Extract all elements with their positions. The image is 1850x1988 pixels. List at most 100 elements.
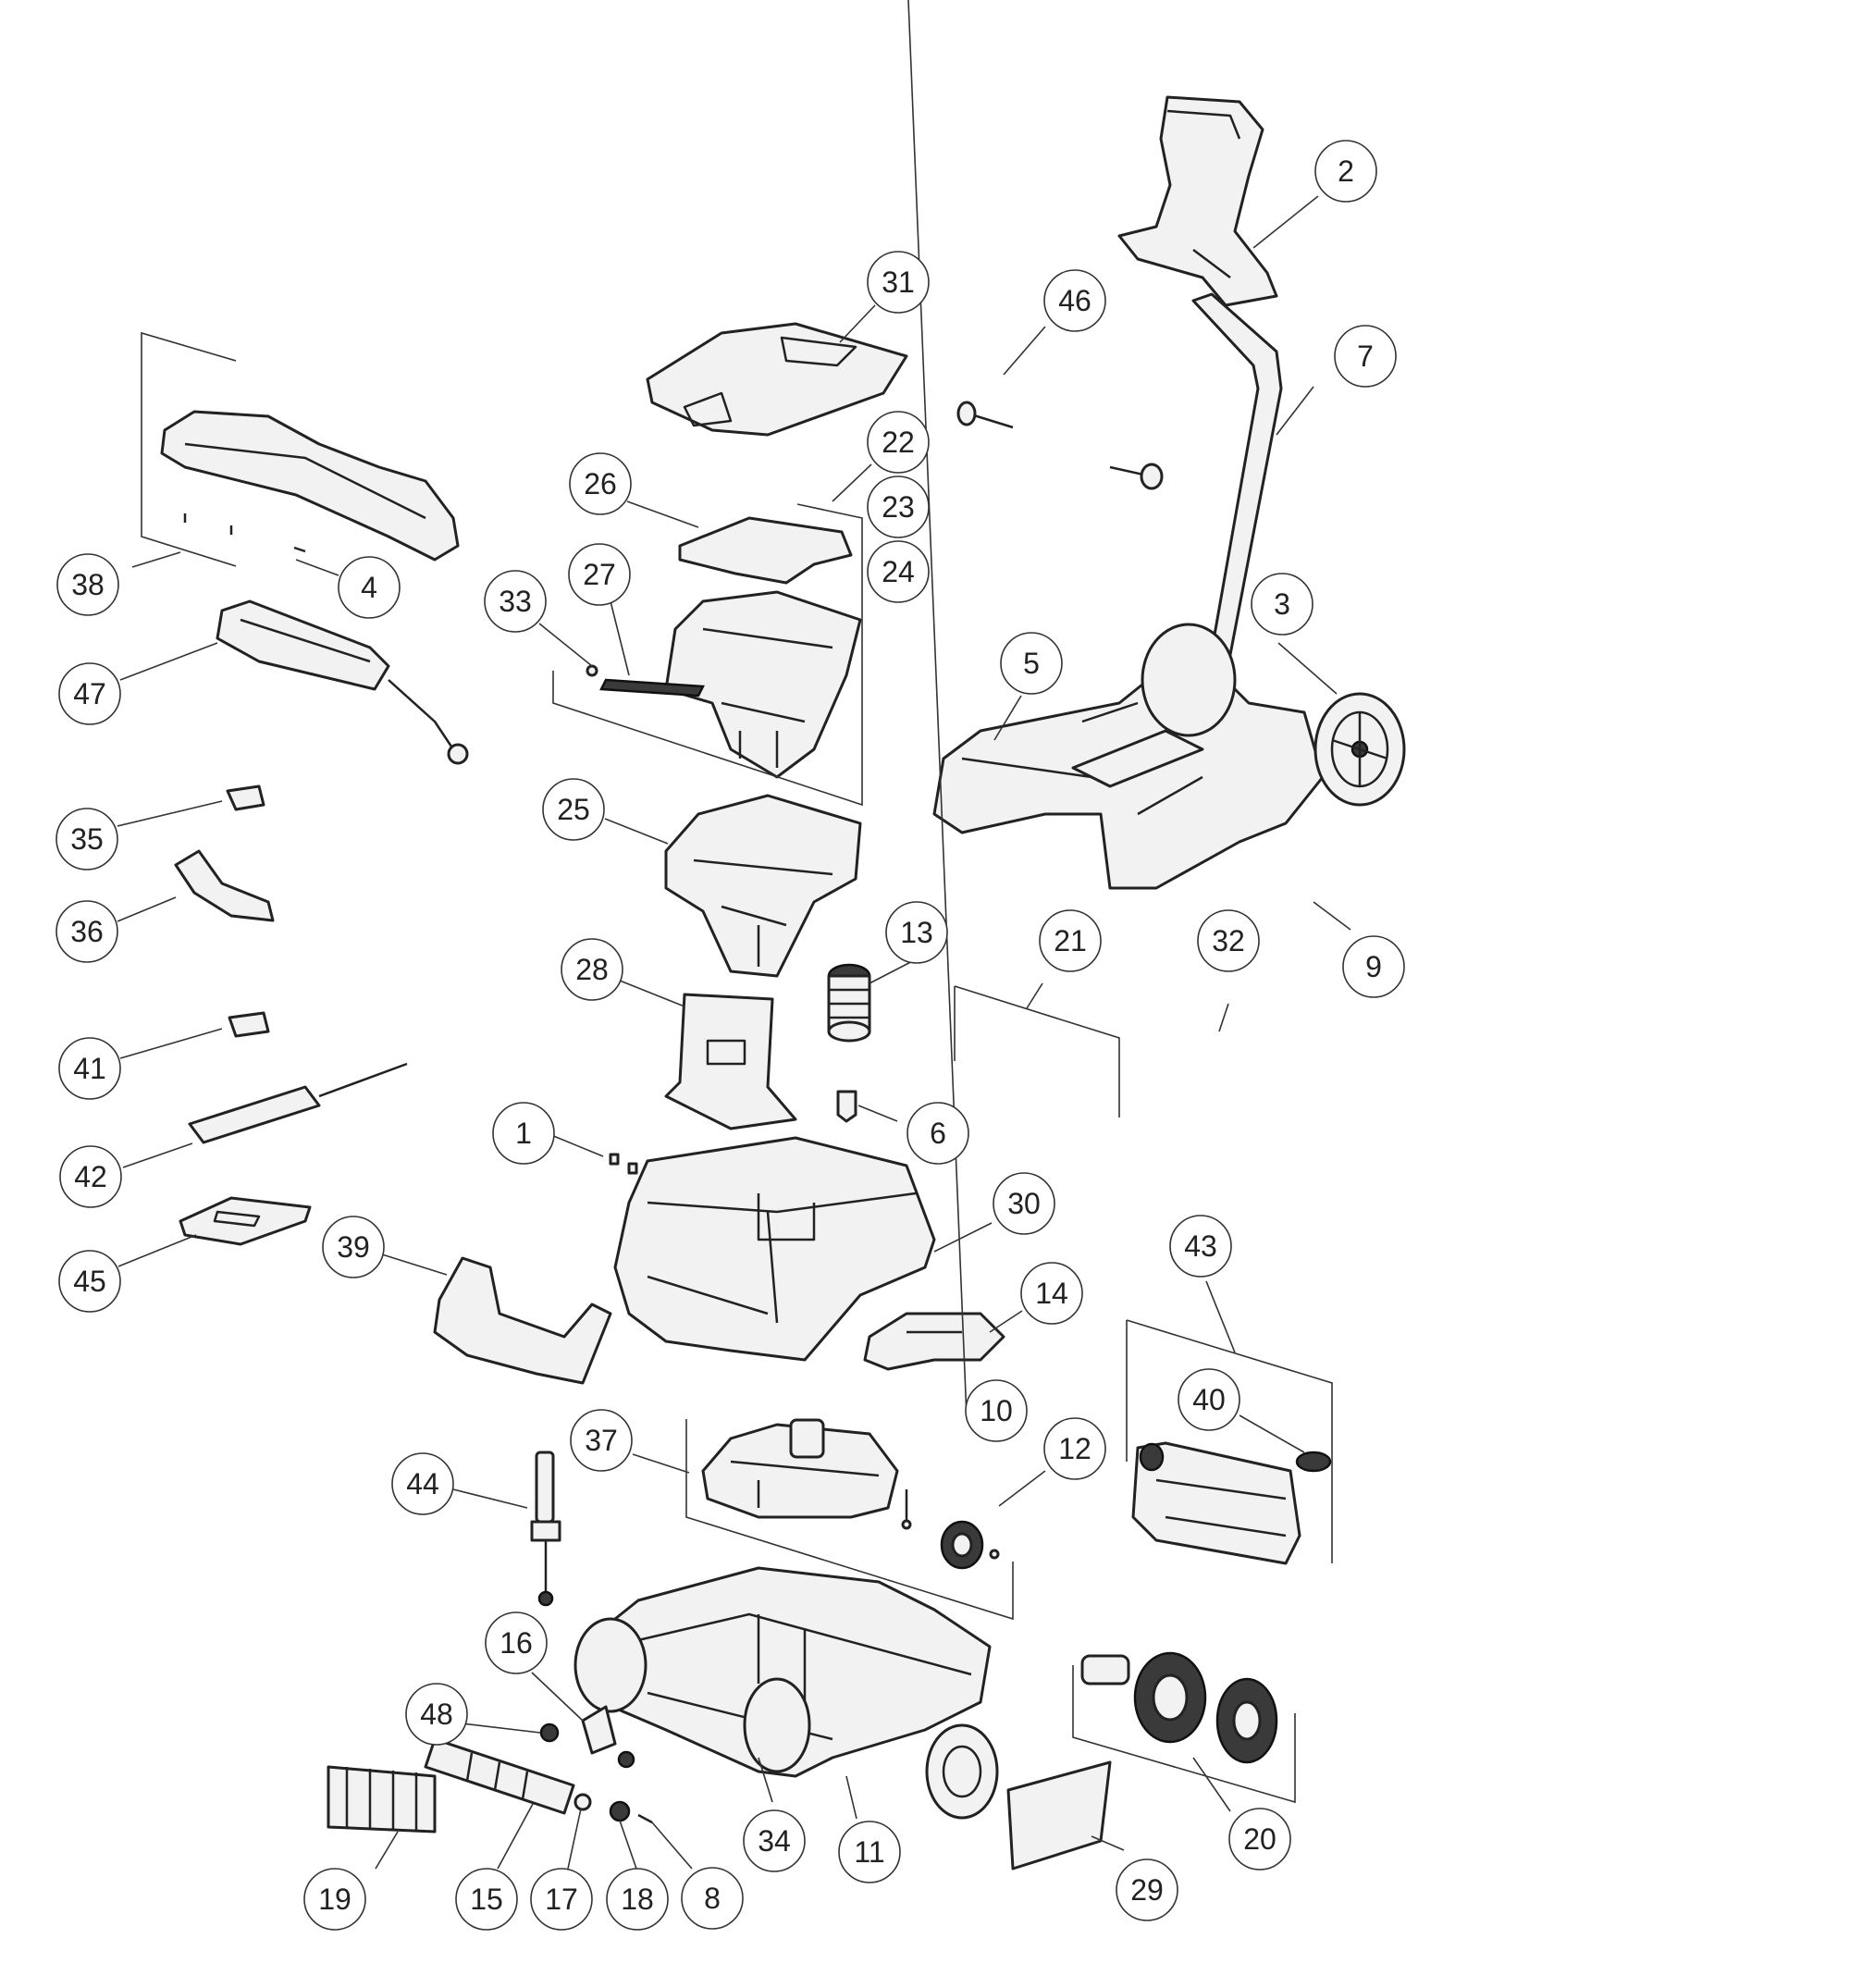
callout-17: 17 [530, 1868, 593, 1931]
callout-13: 13 [885, 901, 948, 964]
brush-motor-assembly [1131, 1441, 1301, 1565]
callout-18: 18 [606, 1868, 669, 1931]
callout-41: 41 [58, 1037, 121, 1100]
control-housing-cover [160, 410, 460, 562]
filter-basket [664, 590, 862, 779]
side-clip [863, 1312, 1005, 1371]
svg-text:5: 5 [1023, 647, 1040, 680]
svg-text:29: 29 [1130, 1873, 1164, 1907]
callout-32: 32 [1197, 909, 1260, 972]
callout-11: 11 [838, 1821, 901, 1883]
svg-text:45: 45 [73, 1265, 106, 1298]
svg-text:10: 10 [980, 1394, 1013, 1427]
callout-6: 6 [906, 1102, 969, 1165]
callout-9: 9 [1342, 935, 1405, 998]
svg-text:42: 42 [74, 1160, 107, 1193]
callout-21: 21 [1039, 909, 1102, 972]
callout-2: 2 [1314, 140, 1377, 203]
svg-text:2: 2 [1338, 154, 1354, 188]
callout-35: 35 [56, 808, 118, 871]
callout-43: 43 [1169, 1215, 1232, 1278]
callout-44: 44 [391, 1452, 454, 1515]
leader-lines [117, 0, 1351, 1870]
svg-text:46: 46 [1058, 284, 1092, 317]
svg-text:21: 21 [1054, 924, 1087, 957]
callout-12: 12 [1043, 1417, 1106, 1480]
callout-20: 20 [1228, 1808, 1291, 1871]
callout-23: 23 [867, 475, 930, 538]
bracket-lines [141, 331, 1333, 1804]
cable-strain-relief [174, 849, 275, 922]
svg-text:9: 9 [1365, 950, 1382, 983]
filter-frame [678, 516, 853, 585]
callout-27: 27 [568, 543, 631, 606]
valve [836, 1090, 857, 1123]
caddy-handle-grip [1117, 95, 1278, 307]
svg-text:43: 43 [1184, 1229, 1217, 1263]
callout-29: 29 [1116, 1858, 1178, 1921]
top-lid [646, 322, 908, 437]
svg-text:30: 30 [1007, 1187, 1041, 1220]
callout-1: 1 [492, 1102, 555, 1165]
small-clips [609, 1153, 638, 1175]
svg-text:8: 8 [704, 1882, 721, 1915]
caddy-wheel [1314, 692, 1406, 807]
axle-hardware [539, 1705, 653, 1824]
callout-39: 39 [322, 1216, 385, 1278]
callout-37: 37 [570, 1409, 633, 1472]
caddy-wheel-rear [1141, 623, 1237, 737]
callout-31: 31 [867, 251, 930, 314]
svg-text:41: 41 [73, 1052, 106, 1085]
callout-15: 15 [455, 1868, 518, 1931]
svg-text:35: 35 [70, 822, 104, 856]
connector [226, 784, 265, 811]
svg-text:1: 1 [515, 1117, 532, 1150]
callout-22: 22 [867, 411, 930, 474]
svg-text:48: 48 [420, 1698, 453, 1731]
front-wheel [925, 1723, 999, 1820]
callout-14: 14 [1020, 1262, 1083, 1325]
filter-panel [586, 664, 705, 698]
control-box [216, 599, 469, 765]
svg-text:20: 20 [1243, 1822, 1276, 1856]
svg-text:7: 7 [1357, 340, 1374, 373]
part-illustrations [160, 95, 1406, 1871]
svg-text:32: 32 [1212, 924, 1245, 957]
filter-tray [664, 794, 862, 978]
screws [183, 513, 306, 553]
callout-28: 28 [561, 938, 623, 1001]
svg-text:47: 47 [73, 677, 106, 710]
filter-flap [664, 993, 797, 1130]
svg-text:6: 6 [930, 1117, 946, 1150]
svg-text:4: 4 [361, 571, 377, 604]
callout-16: 16 [485, 1611, 548, 1674]
brush-axle [424, 1737, 575, 1815]
svg-text:44: 44 [406, 1467, 439, 1500]
callout-36: 36 [56, 900, 118, 963]
callout-4: 4 [338, 556, 401, 619]
svg-text:12: 12 [1058, 1432, 1092, 1465]
svg-text:13: 13 [900, 916, 933, 949]
pin [901, 1489, 912, 1530]
svg-text:26: 26 [584, 467, 617, 500]
callout-42: 42 [59, 1145, 122, 1208]
side-panel [1006, 1760, 1112, 1871]
cable-clip [228, 1011, 270, 1038]
motor-block [701, 1418, 899, 1519]
remote-handle [188, 1062, 408, 1144]
svg-text:28: 28 [575, 953, 609, 986]
svg-text:34: 34 [758, 1824, 791, 1858]
wheel-assembly [1080, 1651, 1278, 1764]
svg-text:27: 27 [583, 558, 616, 591]
svg-text:11: 11 [854, 1835, 884, 1869]
svg-text:19: 19 [318, 1883, 352, 1916]
robot-body [613, 1136, 936, 1362]
caddy-fasteners [956, 401, 1164, 490]
callout-30: 30 [993, 1172, 1055, 1235]
callout-7: 7 [1334, 325, 1397, 388]
svg-text:24: 24 [882, 555, 915, 588]
callout-5: 5 [1000, 632, 1063, 695]
callout-47: 47 [58, 662, 121, 725]
svg-text:14: 14 [1035, 1277, 1068, 1310]
svg-text:15: 15 [470, 1883, 503, 1916]
